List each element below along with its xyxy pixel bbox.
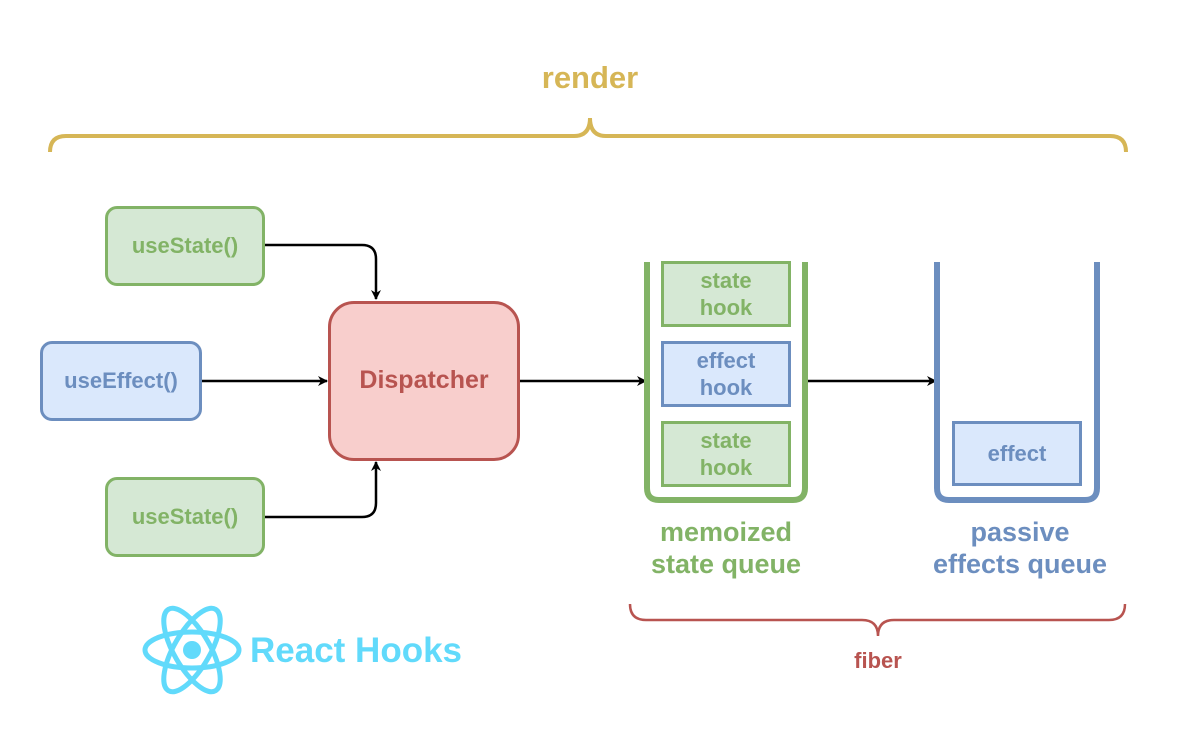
state-queue-label-line2: state queue (650, 549, 802, 579)
dispatcher-box[interactable]: Dispatcher (328, 301, 520, 461)
effects-queue-label-line2: effects queue (932, 549, 1108, 579)
state-queue-item-line2: hook (699, 455, 753, 480)
react-atom-icon (142, 605, 242, 695)
state-queue-item-line1: state (700, 267, 752, 293)
usestate-hook-top[interactable]: useState() (105, 206, 265, 286)
state-queue-item: state hook (661, 261, 791, 327)
state-queue-container (644, 262, 808, 503)
state-queue-item-line1: state (700, 427, 752, 453)
state-queue-item: state hook (661, 421, 791, 487)
state-queue-label-line1: memoized (659, 516, 793, 547)
fiber-label: fiber (854, 647, 902, 673)
effects-queue-container (934, 262, 1100, 503)
effects-queue-item: effect (952, 421, 1082, 486)
state-queue-item: effect hook (661, 341, 791, 407)
state-queue-label: memoized state queue (615, 512, 837, 584)
effects-queue-label-line1: passive (970, 516, 1070, 547)
arrow-usestate-top-to-dispatcher (264, 243, 381, 300)
useeffect-hook[interactable]: useEffect() (40, 341, 202, 421)
state-queue-item-line2: hook (699, 295, 753, 320)
state-queue-item-line1: effect (696, 347, 756, 373)
effects-queue-label: passive effects queue (905, 512, 1135, 584)
usestate-hook-bottom[interactable]: useState() (105, 477, 265, 557)
render-brace (48, 117, 1128, 153)
react-hooks-title: React Hooks (250, 631, 463, 670)
fiber-brace (628, 603, 1127, 637)
arrow-usestate-bottom-to-dispatcher (264, 461, 381, 519)
render-label: render (541, 60, 639, 96)
state-queue-item-line2: hook (699, 375, 753, 400)
